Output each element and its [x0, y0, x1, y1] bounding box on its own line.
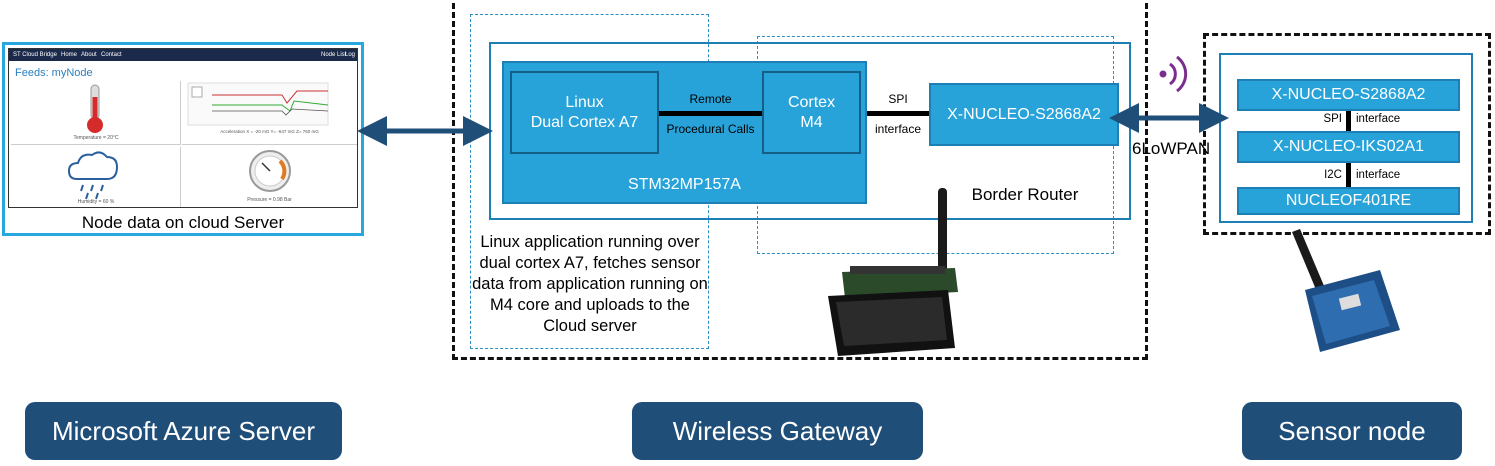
nav-brand: ST Cloud Bridge	[13, 52, 57, 58]
acceleration-card: Acceleration X = -20 mG Y= -647 mG Z= 76…	[182, 81, 357, 145]
sensor-i2c-label: I2C	[1324, 169, 1342, 181]
wireless-signal-icon	[1159, 55, 1188, 93]
sensor-spi-interface: interface	[1356, 113, 1401, 125]
humidity-label: Humidity = 60 %	[77, 199, 115, 205]
linux-line1: Linux	[565, 93, 604, 111]
wireless-gateway-label: Wireless Gateway	[632, 402, 923, 460]
pressure-label: Pressure = 0.98 Bar	[247, 197, 292, 203]
linux-dual-cortex-a7-block: Linux Dual Cortex A7	[510, 71, 659, 154]
temperature-card: Temperature = 20°C	[11, 81, 181, 145]
sensor-spi-link	[1346, 111, 1351, 131]
cortex-line2: M4	[800, 113, 823, 131]
cortex-m4-block: Cortex M4	[762, 71, 861, 154]
6lowpan-label: 6LoWPAN	[1132, 139, 1211, 158]
sensor-xnucleo-s2868a2-block: X-NUCLEO-S2868A2	[1237, 79, 1460, 111]
rpc-link	[659, 111, 762, 116]
thermometer-icon	[87, 84, 103, 133]
spi-label-line1: SPI	[888, 92, 908, 106]
sensor-i2c-interface: interface	[1356, 169, 1401, 181]
cloud-server-caption: Node data on cloud Server	[81, 213, 285, 232]
dashboard-screenshot: ST Cloud Bridge Home About Contact Node …	[8, 48, 358, 208]
nav-item-about[interactable]: About	[81, 52, 97, 58]
nav-item-home[interactable]: Home	[61, 52, 78, 58]
sensor-node-outer-box	[1219, 53, 1473, 223]
feeds-title: Feeds: myNode	[15, 67, 93, 79]
dashboard-navbar: ST Cloud Bridge Home About Contact Node …	[9, 49, 357, 70]
nav-item-contact[interactable]: Contact	[101, 52, 122, 58]
border-router-label: Border Router	[971, 185, 1079, 204]
azure-server-label: Microsoft Azure Server	[25, 402, 342, 460]
spi-link	[867, 111, 929, 116]
nav-item-node-list[interactable]: Node List	[321, 52, 347, 58]
cortex-line1: Cortex	[787, 93, 836, 111]
rpc-label-line1: Remote	[689, 92, 732, 106]
sensor-nucleof401re-block: NUCLEOF401RE	[1237, 187, 1460, 215]
pressure-card: Pressure = 0.98 Bar	[182, 147, 357, 207]
sensor-spi-label: SPI	[1323, 113, 1342, 125]
rain-cloud-icon	[67, 151, 119, 200]
gateway-dashed-boundary	[452, 0, 1148, 360]
humidity-card: Humidity = 60 %	[11, 147, 181, 207]
gateway-xnucleo-block: X-NUCLEO-S2868A2	[929, 83, 1119, 146]
linux-line2: Dual Cortex A7	[530, 113, 639, 131]
sensor-xnucleo-iks02a1-block: X-NUCLEO-IKS02A1	[1237, 131, 1460, 163]
sensor-node-label: Sensor node	[1242, 402, 1462, 460]
pressure-gauge-icon	[249, 150, 291, 192]
cloud-server-panel: ST Cloud Bridge Home About Contact Node …	[2, 42, 364, 236]
acceleration-chart	[187, 82, 329, 126]
sensor-node-dashed-boundary	[1203, 33, 1491, 235]
nav-item-log-off[interactable]: Log off	[345, 52, 356, 70]
rpc-label-line2: Procedural Calls	[666, 122, 755, 136]
mpu-label: STM32MP157A	[628, 176, 741, 193]
temperature-label: Temperature = 20°C	[73, 135, 119, 141]
sensor-i2c-link	[1346, 163, 1351, 187]
acceleration-label: Acceleration X = -20 mG Y= -647 mG Z= 76…	[220, 129, 319, 134]
spi-label-line2: interface	[874, 122, 922, 136]
linux-app-description: Linux application running over dual cort…	[472, 233, 708, 335]
